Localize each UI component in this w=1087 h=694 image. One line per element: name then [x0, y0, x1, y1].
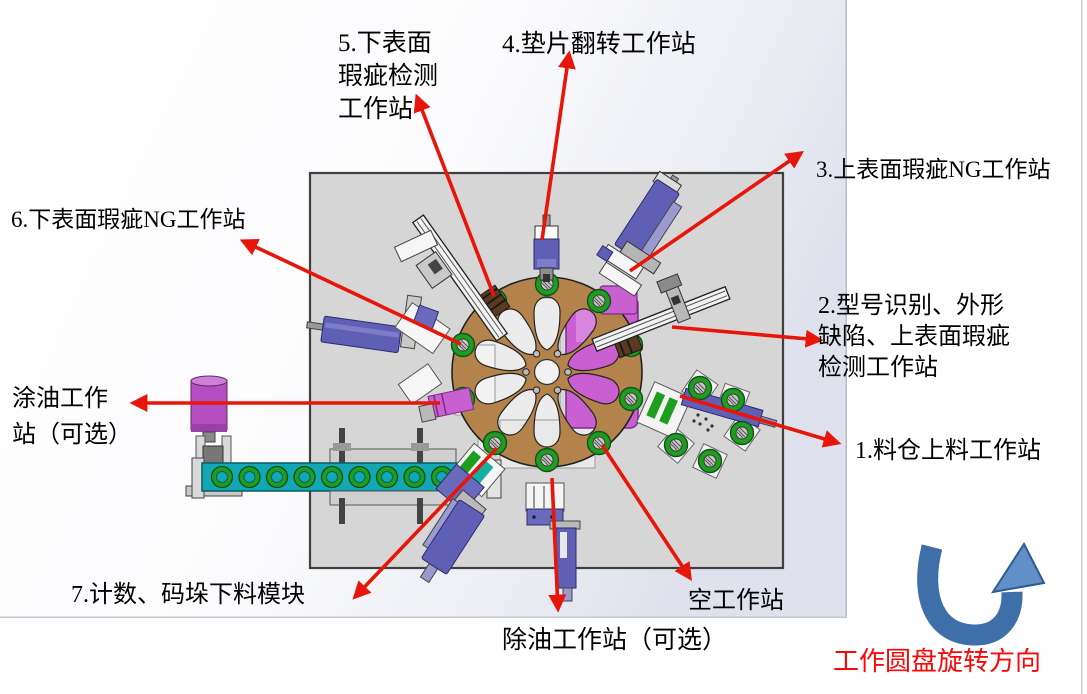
callout-arrow-degreasing — [548, 477, 567, 613]
actuator-left — [306, 294, 451, 355]
label-station7: 7.计数、码垛下料模块 — [71, 582, 305, 608]
hub-bolts — [522, 350, 572, 395]
rotation-direction-arrow — [917, 542, 1046, 646]
label-station4: 4.垫片翻转工作站 — [502, 31, 696, 58]
rail-right — [591, 273, 731, 353]
label-station2: 2.型号识别、外形 缺陷、上表面瑕疵 检测工作站 — [818, 293, 1010, 381]
slide-right-border — [1081, 0, 1083, 694]
callout-arrow-station7 — [352, 446, 499, 600]
callout-arrow-station4 — [540, 50, 576, 241]
actuator-top-right — [596, 170, 683, 297]
label-station1: 1.料仓上料工作站 — [855, 438, 1041, 464]
callout-arrow-station1 — [679, 394, 842, 448]
label-degreasing: 除油工作站（可选） — [502, 627, 728, 654]
callout-arrow-station6 — [239, 239, 462, 346]
rotation-arrow-head — [990, 542, 1046, 594]
callout-arrow-empty — [600, 444, 692, 582]
callout-arrows — [129, 50, 842, 613]
magazine-loading-cluster — [636, 369, 778, 479]
callout-arrow-station5 — [413, 93, 496, 297]
rotation-direction-label: 工作圆盘旋转方向 — [833, 647, 1042, 676]
label-oiling: 涂油工作 站（可选） — [12, 386, 132, 448]
degreasing-station — [525, 482, 581, 602]
callout-arrow-station2 — [671, 325, 824, 348]
cad-right-edge — [845, 0, 847, 618]
disc-hub — [533, 358, 561, 386]
label-station6: 6.下表面瑕疵NG工作站 — [11, 207, 246, 232]
rail-carriage — [656, 273, 692, 324]
label-empty-station: 空工作站 — [688, 588, 784, 614]
label-station3: 3.上表面瑕疵NG工作站 — [816, 157, 1051, 182]
callout-arrow-station3 — [628, 150, 804, 273]
cad-bottom-edge — [0, 616, 847, 618]
label-station5: 5.下表面 瑕疵检测 工作站 — [338, 30, 439, 123]
conveyor — [191, 428, 502, 524]
rail-top-left — [393, 214, 509, 342]
actuator-oiling — [397, 363, 475, 423]
bolt-dots — [692, 413, 714, 432]
